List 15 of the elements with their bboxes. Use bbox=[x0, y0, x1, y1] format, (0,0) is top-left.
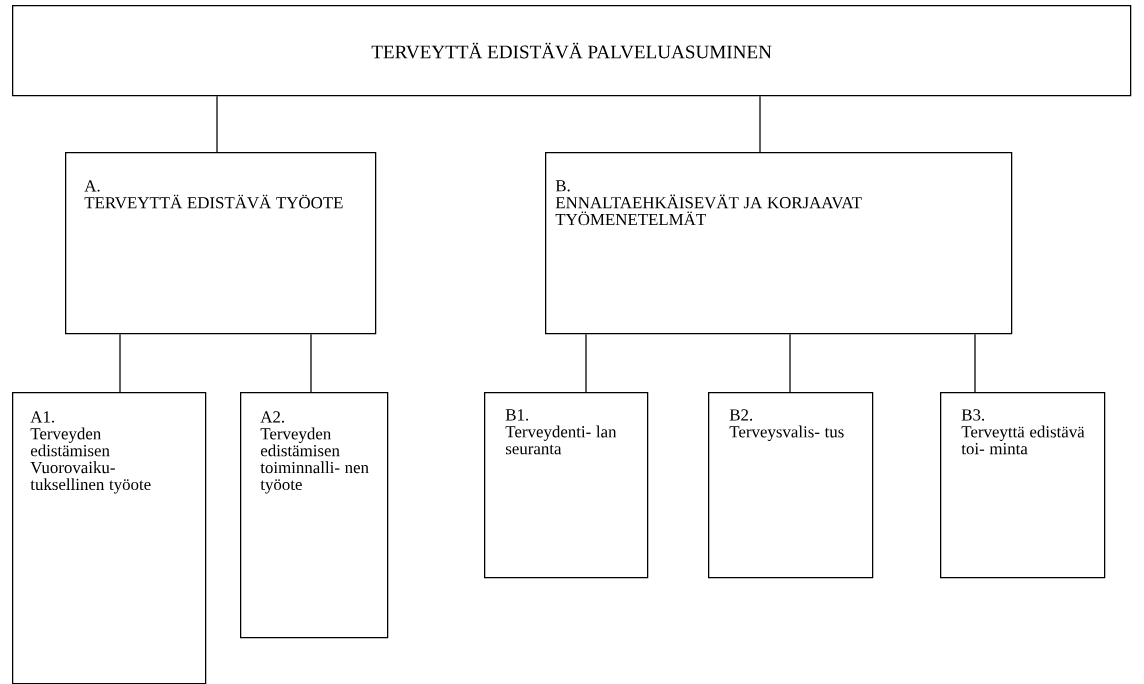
box: B2. Terveysvalis- tus bbox=[708, 392, 874, 579]
connector-line bbox=[310, 333, 312, 393]
box: A2. Terveyden edistämisen toiminnalli- nen työote bbox=[240, 392, 389, 639]
box: TERVEYTTÄ EDISTÄVÄ PALVELUASUMINEN bbox=[12, 5, 1132, 97]
box: A1. Terveyden edistämisen Vuorovaiku- tuksellinen työote bbox=[12, 392, 207, 684]
box: A. TERVEYTTÄ EDISTÄVÄ TYÖOTE bbox=[65, 152, 377, 335]
connector-line bbox=[216, 95, 218, 153]
connector-line bbox=[759, 95, 761, 153]
connector-line bbox=[789, 333, 791, 393]
box: B3. Terveyttä edistävä toi- minta bbox=[940, 392, 1106, 579]
box: B. ENNALTAEHKÄISEVÄT JA KORJAAVAT TYÖMENETELMÄT bbox=[545, 152, 1013, 335]
box: B1. Terveydenti- lan seuranta bbox=[484, 392, 649, 579]
connector-line bbox=[974, 333, 976, 393]
connector-line bbox=[585, 333, 587, 393]
connector-line bbox=[119, 333, 121, 393]
